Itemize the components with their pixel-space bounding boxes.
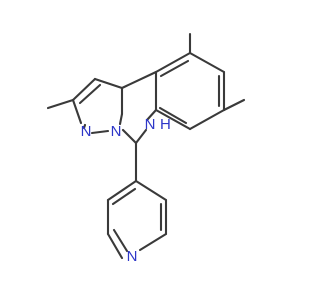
bond-m4 xyxy=(134,128,148,145)
bond-p2-inner xyxy=(78,83,102,105)
bond-b1-b2 xyxy=(188,51,226,74)
bond-m5 xyxy=(121,128,138,145)
bond-p2 xyxy=(71,77,97,102)
bond-py4-inner xyxy=(112,228,129,253)
bond-b6-b1-inner xyxy=(159,59,190,78)
bond-py1 xyxy=(134,179,168,202)
pyridine-ring xyxy=(106,179,168,260)
bond-p3-inner xyxy=(82,123,87,130)
amine-hydrogen-label: H xyxy=(160,116,171,133)
bond-p1 xyxy=(93,77,124,90)
amine-nitrogen-label: N xyxy=(145,116,156,133)
bond-m3 xyxy=(145,108,158,122)
bond-py6 xyxy=(106,179,138,202)
bond-b4-b5-inner xyxy=(158,106,188,125)
methyl-right-bond xyxy=(222,98,246,112)
bond-b6-b1 xyxy=(154,51,192,74)
bond-py6-inner xyxy=(111,187,137,206)
molecule-canvas: N N N H N xyxy=(46,32,246,265)
bond-m1 xyxy=(120,70,158,90)
benzene-ring xyxy=(154,51,226,131)
bond-b3-b4 xyxy=(188,108,226,131)
pyrazole-nitrogen-label: N xyxy=(81,123,92,140)
bond-p3 xyxy=(71,98,83,125)
bond-py4 xyxy=(106,232,124,260)
bond-p4 xyxy=(90,129,110,135)
bond-p5 xyxy=(118,112,124,126)
dihydro-ring xyxy=(120,70,158,145)
methyl-left-bond xyxy=(46,98,75,110)
molecule-structure: N N N H N xyxy=(46,32,246,265)
pyrazole-ring xyxy=(71,77,124,135)
bridge-nitrogen-label: N xyxy=(111,123,122,140)
bond-py3 xyxy=(138,232,168,252)
pyridine-nitrogen-label: N xyxy=(127,248,138,265)
bond-b4-b5 xyxy=(154,108,192,131)
